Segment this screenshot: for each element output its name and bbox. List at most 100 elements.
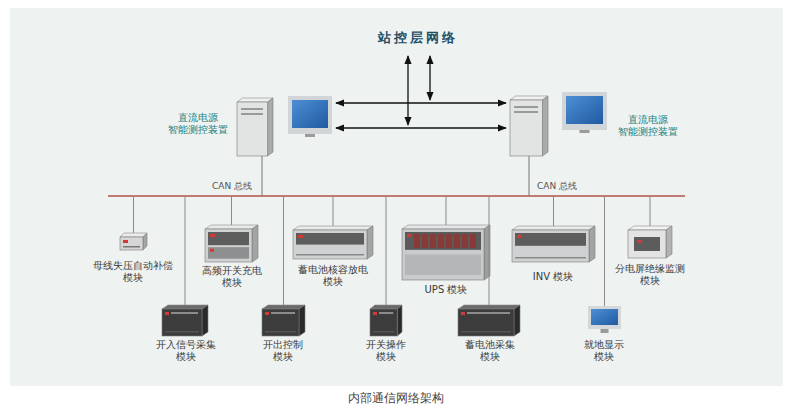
bus-drop: [283, 196, 284, 306]
device-side: [666, 226, 672, 258]
device-front: [162, 309, 202, 336]
ups-lower: [405, 255, 481, 275]
controller-node: 直流电源 智能测控装置: [166, 92, 334, 158]
device-front: [510, 100, 542, 156]
device-strip: [515, 257, 586, 259]
bus-drop: [604, 196, 605, 307]
device-side: [397, 305, 402, 336]
bus-drop: [231, 196, 232, 226]
link-arrow: [336, 102, 506, 103]
device-strip: [165, 331, 199, 333]
node-label: 蓄电池采集 模块: [465, 339, 515, 363]
drive-bay: [241, 113, 263, 115]
ups-slot: [422, 234, 428, 248]
module-node: 母线失压自动补偿 模块: [89, 231, 177, 286]
ups-slot: [470, 234, 476, 248]
node-label: 分电屏绝缘监测 模块: [615, 263, 685, 287]
device-front: [120, 237, 143, 250]
device-strip: [467, 312, 510, 314]
device-top: [628, 226, 672, 230]
device-strip: [265, 331, 296, 333]
device-side: [367, 226, 373, 259]
device-side: [143, 233, 147, 250]
module-node: 开出控制 模块: [258, 303, 309, 365]
ups-slot: [438, 234, 444, 248]
drive-bay: [514, 111, 538, 113]
module-node: UPS 模块: [398, 223, 494, 298]
meter-panel: [634, 237, 660, 251]
link-arrow: [336, 127, 506, 128]
module-node: 分电屏绝缘监测 模块: [611, 224, 689, 289]
device-front: [262, 309, 299, 336]
monitor-stand: [305, 134, 315, 137]
node-label: INV 模块: [533, 271, 573, 283]
node-label: 蓄电池核容放电 模块: [298, 264, 368, 288]
device-logo: [298, 235, 303, 238]
node-label: UPS 模块: [425, 284, 468, 296]
device-logo: [373, 312, 377, 315]
monitor-frame: [588, 306, 621, 329]
device-strip: [271, 312, 295, 314]
device-front: [458, 309, 514, 336]
bus-drop: [489, 196, 490, 306]
device-logo: [210, 249, 214, 252]
module-node: 蓄电池核容放电 模块: [289, 224, 377, 290]
node-label: 就地显示 模块: [584, 339, 624, 363]
ups-slot: [454, 234, 460, 248]
panel-ground: [10, 8, 783, 386]
rack-panel: [515, 233, 586, 246]
module-node: 高频开关充电 模块: [198, 223, 266, 291]
ups-slot: [446, 234, 452, 248]
bus-drop: [185, 196, 186, 306]
device-strip: [379, 312, 393, 314]
rack-panel: [208, 232, 249, 245]
device-side: [252, 225, 258, 262]
network-arrow: [407, 56, 408, 125]
device-front: [628, 230, 666, 258]
device-logo: [461, 312, 465, 315]
node-label: 高频开关充电 模块: [202, 265, 262, 289]
module-node: 就地显示 模块: [580, 304, 628, 365]
ups-slot: [430, 234, 436, 248]
device-front: [402, 229, 484, 280]
device-top: [205, 225, 258, 229]
bus-drop: [650, 196, 651, 227]
bus-label: CAN 总线: [537, 180, 577, 193]
device-logo: [123, 240, 128, 243]
monitor-frame: [562, 92, 607, 130]
drive-bay: [514, 106, 538, 108]
node-label: 母线失压自动补偿 模块: [93, 260, 173, 284]
device-logo: [517, 235, 522, 238]
device-side: [202, 305, 208, 336]
bus-drop: [262, 156, 263, 196]
device-side: [589, 226, 595, 262]
bus-label: CAN 总线: [212, 180, 252, 193]
device-top: [293, 226, 373, 230]
device-strip: [373, 331, 394, 333]
monitor-stand: [601, 329, 609, 333]
device-front: [370, 309, 397, 336]
bus-drop: [553, 196, 554, 227]
ups-slot: [414, 234, 420, 248]
device-top: [402, 225, 490, 229]
bus-drop: [333, 196, 334, 227]
monitor-frame: [288, 96, 332, 134]
device-logo: [265, 312, 269, 315]
drive-bay: [241, 108, 263, 110]
device-front: [512, 230, 589, 262]
rack-panel: [296, 233, 364, 245]
device-top: [512, 226, 595, 230]
device-top: [162, 305, 208, 309]
device-strip: [171, 312, 198, 314]
device-logo: [165, 312, 169, 315]
node-label: 直流电源 智能测控装置: [618, 114, 678, 138]
module-node: 蓄电池采集 模块: [455, 303, 525, 365]
bus-drop: [529, 156, 530, 196]
figure-caption: 内部通信网络架构: [348, 390, 444, 407]
node-label: 开入信号采集 模块: [156, 339, 216, 363]
monitor-screen: [292, 100, 328, 128]
ups-slot: [462, 234, 468, 248]
